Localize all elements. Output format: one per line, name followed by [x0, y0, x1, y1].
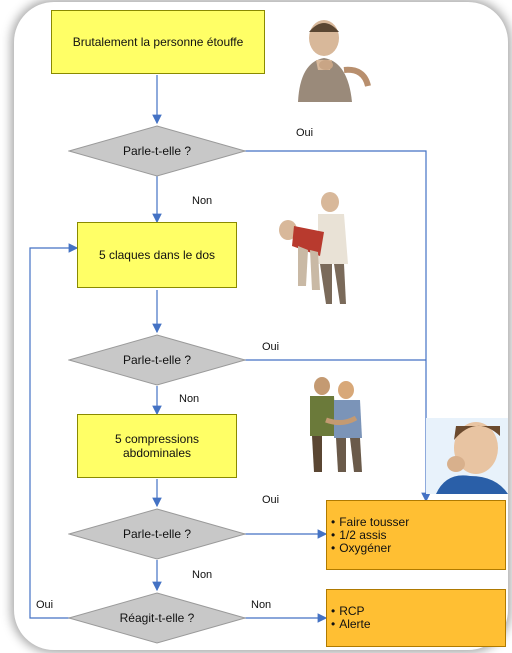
coughing-person-illustration: [426, 418, 508, 494]
label-yes-q2: Oui: [262, 341, 280, 353]
label-yes-q1: Oui: [296, 127, 314, 139]
label-no-q3: Non: [192, 569, 213, 581]
action-cpr-box: RCP Alerte: [326, 589, 506, 647]
decision-speak-3-text: Parle-t-elle ?: [122, 527, 192, 541]
action-cpr-item: Alerte: [339, 618, 370, 631]
decision-speak-2-text: Parle-t-elle ?: [122, 353, 192, 367]
compressions-text-line2: abdominales: [122, 446, 192, 460]
start-box: Brutalement la personne étouffe: [51, 10, 265, 74]
abdominal-thrusts-illustration: [296, 374, 380, 474]
decision-speak-1: Parle-t-elle ?: [68, 125, 246, 177]
label-yes-q4: Oui: [36, 599, 54, 611]
label-no-q2: Non: [179, 393, 200, 405]
decision-speak-1-text: Parle-t-elle ?: [122, 144, 192, 158]
compressions-text-line1: 5 compressions: [114, 432, 200, 446]
arrow-q1-yes: [244, 150, 431, 503]
decision-speak-3: Parle-t-elle ?: [68, 508, 246, 560]
label-yes-q3: Oui: [262, 494, 280, 506]
action-cough-item: Faire tousser: [339, 515, 409, 529]
back-blows-box: 5 claques dans le dos: [77, 222, 237, 288]
decision-react: Réagit-t-elle ?: [68, 592, 246, 644]
back-blows-text: 5 claques dans le dos: [98, 248, 216, 262]
back-blows-illustration: [268, 186, 368, 308]
decision-react-text: Réagit-t-elle ?: [119, 611, 195, 625]
label-no-q1: Non: [192, 195, 213, 207]
decision-speak-2: Parle-t-elle ?: [68, 334, 246, 386]
action-cough-box: Faire tousser 1/2 assis Oxygéner: [326, 500, 506, 570]
arrow-q4-yes-loop: [29, 243, 79, 619]
action-cough-item: 1/2 assis: [339, 528, 409, 542]
choking-person-illustration: [276, 10, 376, 102]
action-cough-item: Oxygéner: [339, 541, 409, 555]
label-no-q4: Non: [251, 599, 272, 611]
start-text: Brutalement la personne étouffe: [72, 35, 244, 49]
compressions-box: 5 compressions abdominales: [77, 414, 237, 478]
action-cpr-item: RCP: [339, 605, 371, 618]
